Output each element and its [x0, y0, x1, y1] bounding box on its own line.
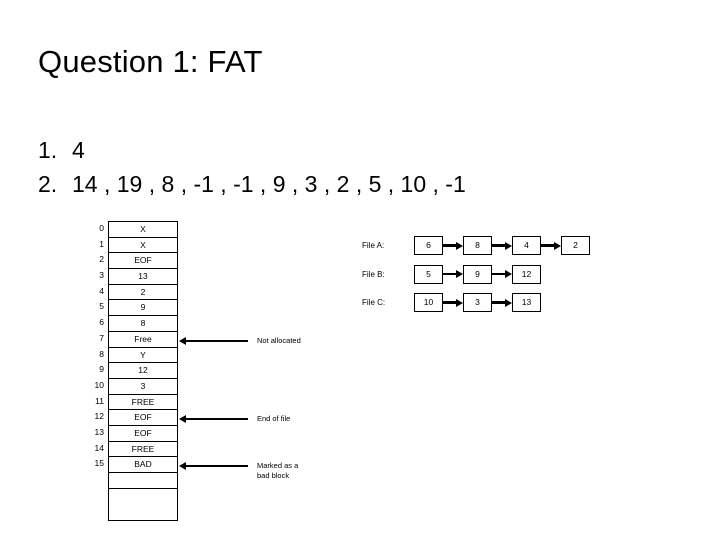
fat-entry-index: 6 [99, 317, 104, 328]
table-row [84, 487, 178, 521]
fat-entry-index: 12 [94, 411, 104, 422]
fat-entry-index: 1 [99, 238, 104, 249]
annotation-end-of-file: End of file [172, 414, 291, 425]
table-row: 8 Y [84, 346, 178, 363]
arrow-right-icon [492, 298, 512, 307]
fat-entry-index: 8 [99, 348, 104, 359]
fat-entry-index: 4 [99, 285, 104, 296]
fat-entry-index: 2 [99, 254, 104, 265]
fat-entry-value: 12 [108, 362, 178, 378]
list-item: 2. 14 , 19 , 8 , -1 , -1 , 9 , 3 , 2 , 5… [38, 167, 658, 201]
chain-block: 8 [463, 236, 492, 255]
fat-entry-value: EOF [108, 424, 178, 441]
fat-entry-value: X [108, 221, 178, 237]
annotation-leader-line [186, 465, 248, 467]
fat-entry-value: EOF [108, 252, 178, 269]
list-item-text: 14 , 19 , 8 , -1 , -1 , 9 , 3 , 2 , 5 , … [72, 171, 466, 197]
list-item: 1. 4 [38, 133, 658, 167]
table-row: 13 EOF [84, 424, 178, 441]
chain-block: 12 [512, 264, 541, 284]
file-chain-label: File B: [362, 269, 385, 279]
chain-block: 13 [512, 293, 541, 312]
fat-entry-value: 9 [108, 299, 178, 316]
fat-entry-value: Y [108, 346, 178, 363]
fat-entry-value [108, 472, 178, 488]
table-row: 10 3 [84, 377, 178, 394]
annotation-leader-line [186, 418, 248, 420]
fat-entry-index: 5 [99, 301, 104, 312]
table-row: 5 9 [84, 299, 178, 316]
fat-entry-index [84, 488, 108, 521]
file-chain-b: File B: 5 9 12 [362, 264, 590, 284]
table-row: 2 EOF [84, 252, 178, 269]
answer-list: 1. 4 2. 14 , 19 , 8 , -1 , -1 , 9 , 3 , … [38, 133, 658, 201]
fat-entry-value: X [108, 236, 178, 253]
annotation-not-allocated: Not allocated [172, 336, 301, 347]
annotation-bad-block: Marked as a bad block [172, 461, 298, 480]
arrow-left-icon [172, 461, 186, 470]
fat-entry-index: 10 [94, 379, 104, 390]
annotation-label: Not allocated [257, 336, 301, 345]
fat-table: 0 X 1 X 2 EOF 3 13 4 2 5 9 6 8 7 Free 8 … [84, 221, 178, 521]
table-row: 15 BAD [84, 456, 178, 472]
chain-block: 9 [463, 264, 492, 284]
arrow-left-icon [172, 414, 186, 423]
chain-block: 3 [463, 293, 492, 312]
list-item-text: 4 [72, 137, 85, 163]
table-row [84, 472, 178, 488]
fat-entry-index: 9 [99, 364, 104, 375]
arrow-right-icon [492, 270, 512, 278]
chain-block: 10 [414, 293, 443, 312]
table-row: 9 12 [84, 362, 178, 378]
annotation-leader-line [186, 340, 248, 342]
fat-entry-index: 7 [99, 332, 104, 343]
annotation-label: Marked as a bad block [257, 461, 299, 480]
fat-entry-value: FREE [108, 393, 178, 410]
file-chain-a: File A: 6 8 4 2 [362, 236, 590, 255]
table-row: 12 EOF [84, 409, 178, 425]
fat-entry-value: 13 [108, 268, 178, 284]
table-row: 14 FREE [84, 440, 178, 457]
file-chain-c: File C: 10 3 13 [362, 293, 590, 312]
annotation-label: End of file [257, 414, 291, 423]
fat-entry-value [108, 487, 178, 521]
chain-block: 6 [414, 236, 443, 255]
chain-block: 2 [561, 236, 590, 255]
fat-entry-index: 11 [95, 395, 104, 406]
fat-entry-index [84, 472, 108, 488]
table-row: 11 FREE [84, 393, 178, 410]
fat-entry-value: FREE [108, 440, 178, 457]
file-chain-label: File A: [362, 241, 385, 250]
chain-block: 4 [512, 236, 541, 255]
file-chain-label: File C: [362, 298, 386, 307]
table-row: 7 Free [84, 330, 178, 347]
fat-entry-value: BAD [108, 456, 178, 472]
table-row: 1 X [84, 236, 178, 253]
table-row: 6 8 [84, 315, 178, 331]
fat-entry-value: 3 [108, 377, 178, 394]
list-item-marker: 1. [38, 137, 58, 163]
fat-entry-value: Free [108, 330, 178, 347]
chain-block: 5 [414, 264, 443, 284]
table-row: 0 X [84, 221, 178, 237]
fat-entry-index: 15 [94, 458, 104, 469]
table-row: 4 2 [84, 283, 178, 300]
fat-entry-index: 13 [94, 426, 104, 437]
table-row: 3 13 [84, 268, 178, 284]
arrow-right-icon [443, 298, 463, 307]
fat-entry-value: EOF [108, 409, 178, 425]
page-title: Question 1: FAT [38, 44, 263, 79]
list-item-marker: 2. [38, 171, 58, 197]
fat-entry-index: 14 [94, 442, 104, 453]
fat-entry-value: 2 [108, 283, 178, 300]
arrow-right-icon [541, 241, 561, 250]
arrow-right-icon [492, 241, 512, 250]
fat-entry-value: 8 [108, 315, 178, 331]
arrow-right-icon [443, 270, 463, 278]
file-chain-diagrams: File A: 6 8 4 2 File B: 5 9 12 File C: 1… [362, 236, 590, 322]
fat-entry-index: 0 [99, 223, 104, 233]
arrow-left-icon [172, 336, 186, 345]
arrow-right-icon [443, 241, 463, 250]
fat-entry-index: 3 [99, 270, 104, 281]
